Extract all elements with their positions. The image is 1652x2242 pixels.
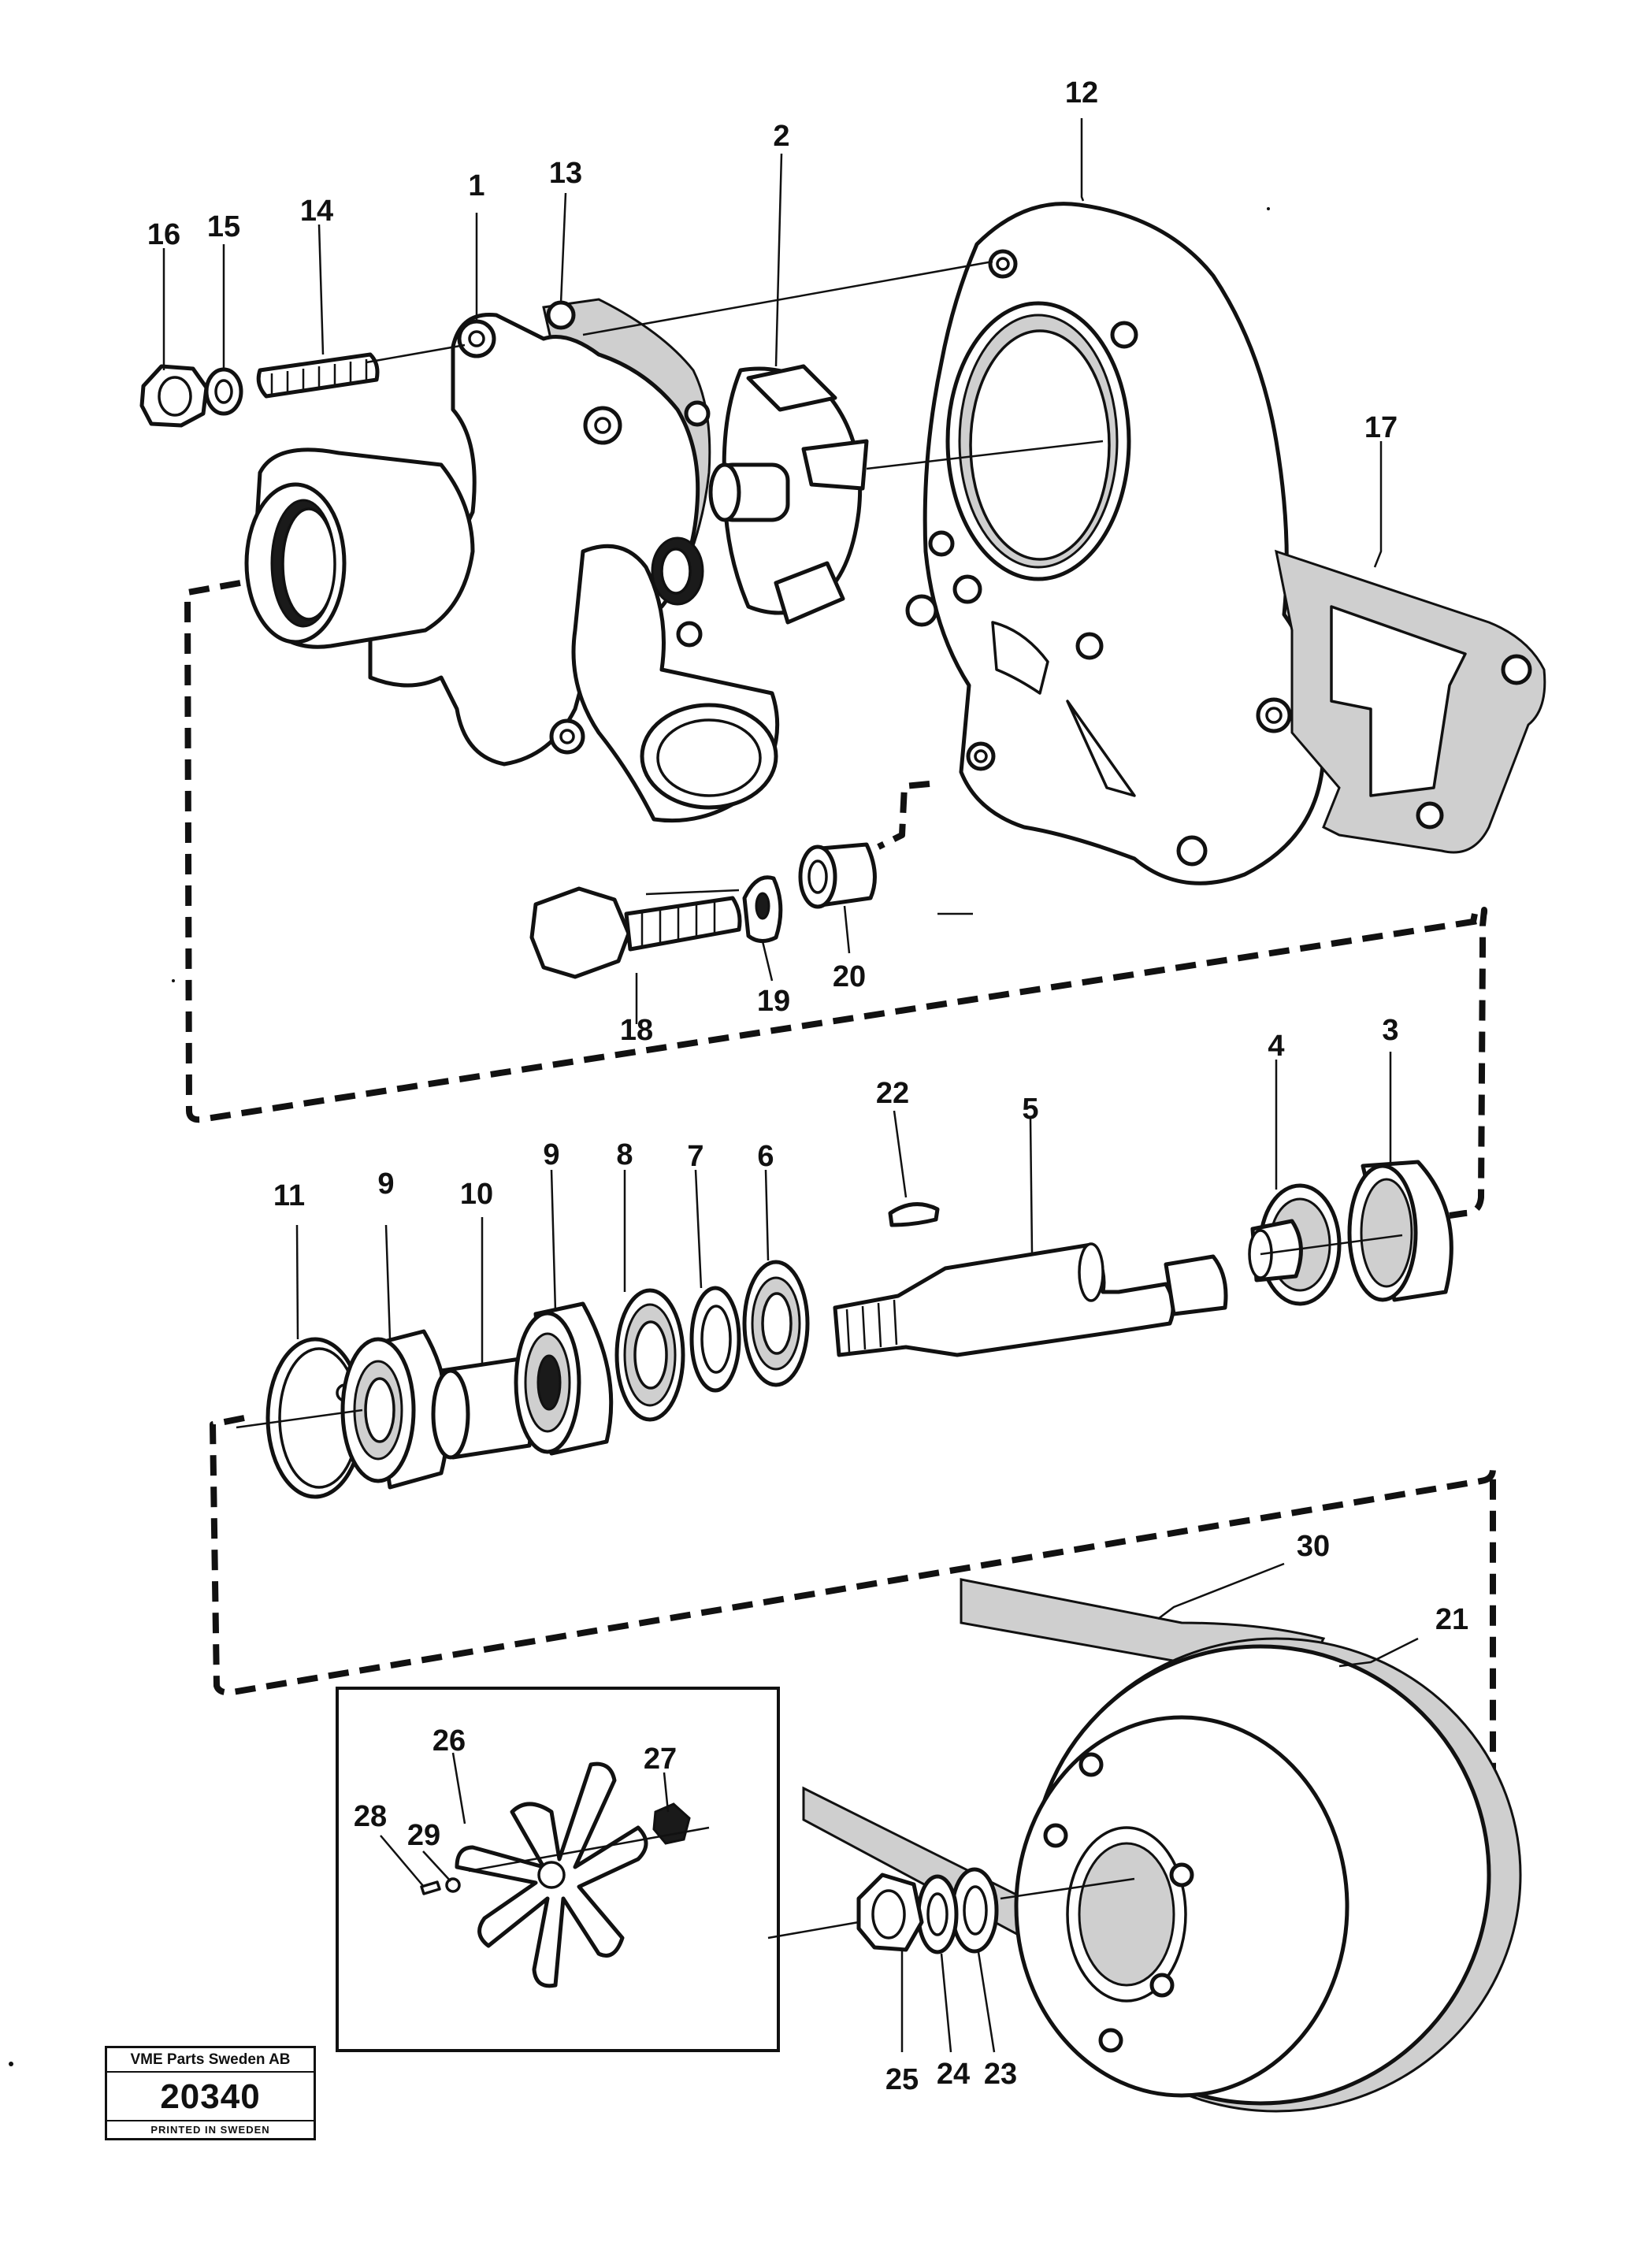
pulley-belt-group bbox=[767, 1578, 1522, 2113]
callout-7: 7 bbox=[687, 1140, 703, 1173]
callout-9-right: 9 bbox=[543, 1138, 559, 1171]
callout-15: 15 bbox=[207, 210, 240, 243]
shaft-5 bbox=[833, 1242, 1175, 1357]
pump-cover-12 bbox=[905, 202, 1326, 885]
callout-20: 20 bbox=[833, 960, 866, 993]
fan-inset bbox=[336, 1687, 780, 2052]
title-block: VME Parts Sweden AB 20340 PRINTED IN SWE… bbox=[105, 2046, 316, 2140]
washer-29 bbox=[445, 1877, 461, 1893]
stud-14 bbox=[256, 352, 380, 399]
callout-23: 23 bbox=[984, 2058, 1017, 2091]
callout-14: 14 bbox=[300, 195, 333, 228]
callout-2: 2 bbox=[773, 120, 789, 153]
callout-28: 28 bbox=[354, 1800, 387, 1833]
callout-9-left: 9 bbox=[377, 1167, 394, 1201]
key-22 bbox=[888, 1202, 940, 1227]
callout-5: 5 bbox=[1022, 1093, 1038, 1126]
callout-12: 12 bbox=[1065, 76, 1098, 110]
callout-25: 25 bbox=[885, 2063, 919, 2096]
callout-10: 10 bbox=[460, 1178, 493, 1211]
impeller-2 bbox=[708, 364, 869, 625]
screw-28 bbox=[420, 1880, 441, 1895]
bolt-18 bbox=[529, 886, 631, 979]
callout-16: 16 bbox=[147, 218, 180, 251]
pump-housing-group bbox=[244, 298, 780, 823]
callout-30: 30 bbox=[1297, 1530, 1330, 1563]
callout-22: 22 bbox=[876, 1077, 909, 1110]
callout-11: 11 bbox=[273, 1179, 305, 1212]
callout-1: 1 bbox=[468, 169, 484, 202]
callout-18: 18 bbox=[620, 1014, 653, 1047]
shaft-assembly bbox=[265, 1160, 1453, 1499]
callout-labels: 1 13 2 12 14 15 16 17 18 19 20 22 5 4 3 … bbox=[147, 76, 1468, 2096]
bolt-washer-spacer-group bbox=[529, 842, 877, 979]
callout-24: 24 bbox=[937, 2058, 970, 2091]
shaft-axis bbox=[236, 1234, 1403, 1429]
title-block-printed: PRINTED IN SWEDEN bbox=[150, 2124, 270, 2136]
callout-21: 21 bbox=[1435, 1603, 1468, 1636]
gasket-17 bbox=[1275, 549, 1546, 854]
callout-26: 26 bbox=[432, 1724, 466, 1758]
callout-8: 8 bbox=[616, 1138, 633, 1171]
leader-lines bbox=[162, 118, 1419, 2053]
callout-29: 29 bbox=[407, 1819, 440, 1852]
title-block-company: VME Parts Sweden AB bbox=[107, 2048, 314, 2073]
callout-17: 17 bbox=[1364, 411, 1398, 444]
callout-13: 13 bbox=[549, 157, 582, 190]
callout-19: 19 bbox=[757, 985, 790, 1018]
title-block-drawing-number: 20340 bbox=[107, 2073, 314, 2121]
assembly-boundary-upper bbox=[184, 580, 1488, 1219]
callout-6: 6 bbox=[757, 1140, 774, 1173]
stud-nut-washer-group bbox=[139, 352, 380, 428]
callout-27: 27 bbox=[644, 1743, 677, 1776]
gasket-hole-13 bbox=[546, 300, 576, 330]
callout-3: 3 bbox=[1382, 1014, 1398, 1047]
callout-4: 4 bbox=[1268, 1030, 1284, 1063]
